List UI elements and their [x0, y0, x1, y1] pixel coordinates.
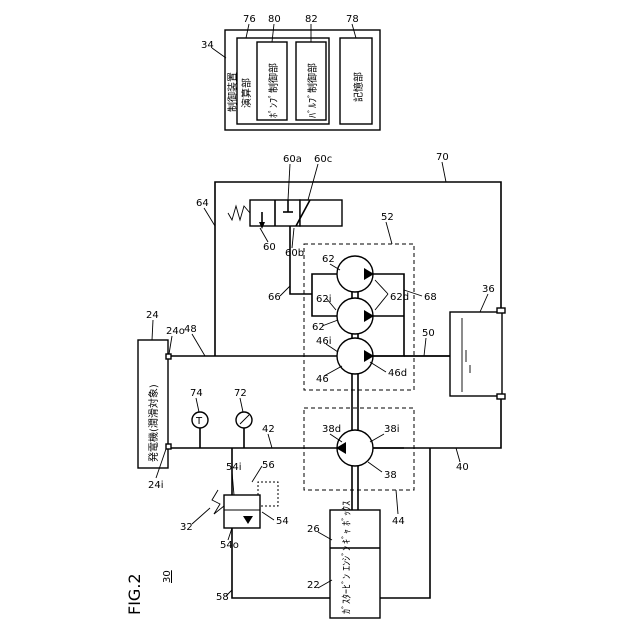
ref-52: 52	[381, 212, 394, 223]
temperature-glyph: T	[195, 416, 203, 427]
ref-54: 54	[276, 516, 289, 527]
ref-50: 50	[422, 328, 435, 339]
ref-46: 46	[316, 374, 329, 385]
ref-58: 58	[216, 592, 229, 603]
engine-gearbox-box	[330, 510, 380, 618]
ref-64: 64	[196, 198, 209, 209]
ref-72: 72	[234, 388, 247, 399]
ref-60c: 60c	[314, 154, 332, 165]
pump-control-label: ﾎﾟﾝﾌﾟ制御部	[267, 63, 280, 118]
ref-82: 82	[305, 14, 318, 25]
ref-60a: 60a	[283, 154, 302, 165]
ref-24o: 24o	[166, 326, 185, 337]
ref-22: 22	[307, 580, 320, 591]
generator-label: 発電機(潤滑対象)	[147, 384, 160, 462]
valve-control-label: ﾊﾞﾙﾌﾞ制御部	[306, 63, 319, 118]
ref-36: 36	[482, 284, 495, 295]
engine-label: ｶﾞｽﾀｰﾋﾞﾝ ｴﾝｼﾞﾝ	[341, 546, 353, 614]
ref-68: 68	[424, 292, 437, 303]
valve-actuator	[300, 200, 342, 226]
storage-label: 記憶部	[352, 72, 365, 102]
ref-70: 70	[436, 152, 449, 163]
ref-80: 80	[268, 14, 281, 25]
ref-60b: 60b	[285, 248, 304, 259]
figure-title: FIG.2	[125, 573, 144, 615]
control-device: 制御装置 演算部 ﾎﾟﾝﾌﾟ制御部 ﾊﾞﾙﾌﾞ制御部 記憶部	[225, 30, 380, 130]
ref-54o: 54o	[220, 540, 239, 551]
ref-34: 34	[201, 40, 214, 51]
arithmetic-unit-label: 演算部	[240, 78, 253, 108]
ref-46i: 46i	[316, 336, 332, 347]
ref-54i: 54i	[226, 462, 242, 473]
ref-62-top: 62	[322, 254, 335, 265]
ref-42: 42	[262, 424, 275, 435]
control-device-label: 制御装置	[226, 72, 239, 112]
ref-38i: 38i	[384, 424, 400, 435]
ref-24i: 24i	[148, 480, 164, 491]
ref-32: 32	[180, 522, 193, 533]
ref-38: 38	[384, 470, 397, 481]
ref-24: 24	[146, 310, 159, 321]
ref-66: 66	[268, 292, 281, 303]
ref-26: 26	[307, 524, 320, 535]
ref-48: 48	[184, 324, 197, 335]
system-ref: 30	[162, 570, 173, 583]
ref-56: 56	[262, 460, 275, 471]
gearbox-label: ｷﾞｬ ﾎﾞｯｸｽ	[341, 501, 353, 544]
tank-box	[450, 312, 502, 396]
ref-60: 60	[263, 242, 276, 253]
ref-62d: 62d	[390, 292, 409, 303]
ref-62i: 62i	[316, 294, 332, 305]
ref-46d: 46d	[388, 368, 407, 379]
ref-40: 40	[456, 462, 469, 473]
ref-78: 78	[346, 14, 359, 25]
ref-44: 44	[392, 516, 405, 527]
filter-54	[224, 495, 260, 528]
ref-76: 76	[243, 14, 256, 25]
ref-74: 74	[190, 388, 203, 399]
ref-62-mid: 62	[312, 322, 325, 333]
ref-38d: 38d	[322, 424, 341, 435]
